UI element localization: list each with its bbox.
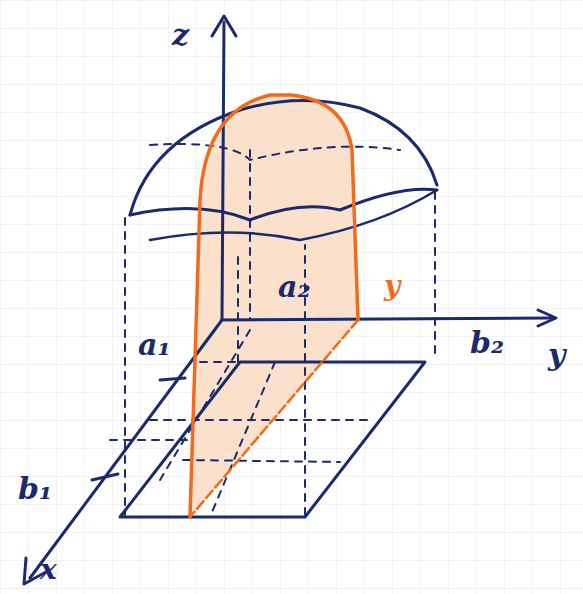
surface-edge — [150, 190, 437, 240]
tick — [160, 378, 185, 380]
cross-section-base — [190, 320, 358, 517]
arrowhead — [538, 310, 556, 326]
dashed-edge — [124, 218, 126, 515]
dashed-edge — [237, 250, 239, 362]
base-grid — [210, 362, 275, 517]
dashed-edge — [249, 150, 251, 320]
base-grid — [183, 460, 340, 462]
tick — [92, 474, 118, 480]
variable-label: y — [384, 272, 400, 300]
cross-section-outline — [190, 95, 358, 517]
base-grid — [150, 419, 370, 421]
surface-top — [130, 100, 437, 215]
axis-label: z — [172, 20, 189, 50]
base-grid — [200, 361, 390, 363]
base-grid — [160, 330, 250, 480]
y-axis — [222, 318, 552, 320]
bound-label: a₁ — [138, 330, 171, 360]
axis-label: y — [548, 340, 565, 370]
surface-grid — [150, 144, 400, 160]
bound-label: b₂ — [470, 328, 504, 358]
base-grid — [110, 439, 190, 441]
z-axis — [222, 22, 224, 320]
axis-label: x — [40, 556, 57, 584]
surface-edge — [130, 189, 437, 220]
dashed-edge — [434, 192, 436, 355]
bound-label: b₁ — [18, 474, 52, 504]
cross-section-fill — [190, 95, 358, 517]
bound-label: a₂ — [278, 272, 311, 302]
arrowhead — [212, 16, 236, 36]
